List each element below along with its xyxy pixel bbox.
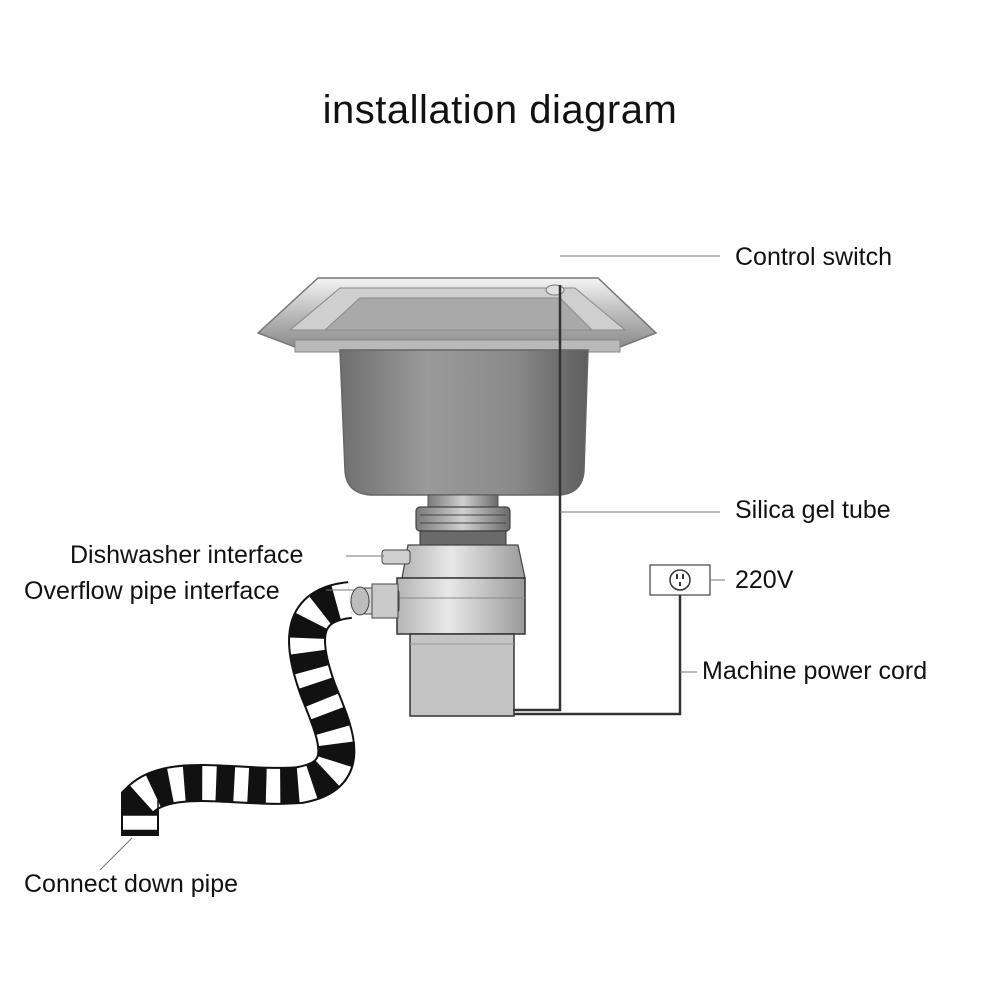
drain-collar	[415, 494, 511, 546]
silica-gel-tube	[513, 285, 562, 712]
drain-hose	[121, 581, 356, 836]
label-control-switch: Control switch	[735, 243, 892, 271]
diagram-title: installation diagram	[322, 88, 678, 132]
label-220v: 220V	[735, 566, 794, 594]
disposer-unit	[350, 544, 526, 717]
label-dishwasher-interface: Dishwasher interface	[70, 541, 304, 569]
sink-bowl	[339, 349, 589, 496]
leader-lines	[99, 255, 725, 871]
sink	[256, 277, 658, 496]
dishwasher-inlet	[381, 549, 411, 565]
label-machine-power-cord: Machine power cord	[702, 657, 928, 685]
label-connect-down-pipe: Connect down pipe	[24, 870, 239, 898]
label-overflow-pipe-interface: Overflow pipe interface	[24, 577, 280, 605]
power-socket	[649, 564, 711, 596]
leader-down-pipe	[99, 837, 133, 871]
control-switch-knob	[545, 284, 565, 296]
power-cord	[514, 590, 682, 716]
label-silica-gel-tube: Silica gel tube	[735, 496, 891, 524]
